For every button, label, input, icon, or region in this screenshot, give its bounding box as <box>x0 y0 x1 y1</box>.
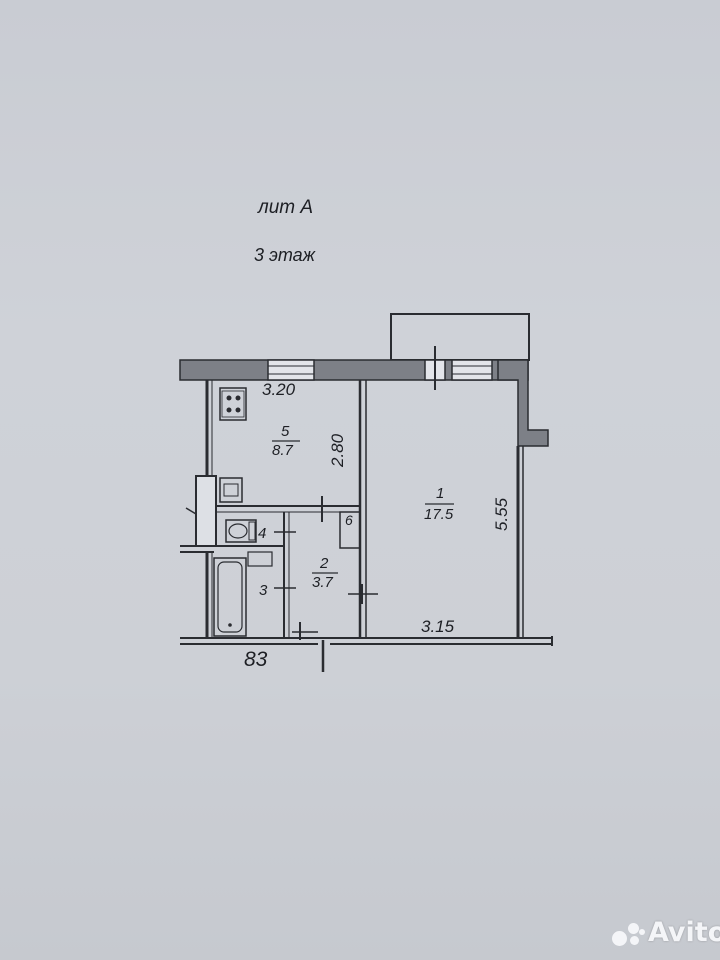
washbasin <box>247 551 273 567</box>
room-4-number: 4 <box>258 525 267 542</box>
kitchen-window <box>267 359 315 381</box>
bathtub <box>213 557 247 637</box>
toilet <box>225 519 257 543</box>
room-2-number: 2 <box>320 555 329 572</box>
room-1-area: 17.5 <box>424 506 454 523</box>
closet <box>339 511 361 549</box>
room-6-number: 6 <box>345 512 353 528</box>
bottom-left-number: 83 <box>244 648 268 671</box>
avito-watermark-text: Avito <box>648 917 720 948</box>
room-window <box>451 359 493 381</box>
avito-logo-icon <box>612 919 646 947</box>
stove <box>219 387 247 421</box>
right-wall <box>497 359 549 447</box>
room-1-number: 1 <box>436 485 445 502</box>
room-3-number: 3 <box>259 582 268 599</box>
liter-label: лит А <box>258 197 314 218</box>
kitchen-width-dimension: 3.20 <box>262 380 296 399</box>
room-width-dimension: 3.15 <box>421 617 455 636</box>
floor-label: 3 этаж <box>254 245 316 265</box>
kitchen-sink <box>219 477 243 503</box>
room-5-number: 5 <box>281 423 290 440</box>
room-2-area: 3.7 <box>312 574 333 591</box>
vent-block <box>195 475 217 547</box>
kitchen-depth-dimension: 2.80 <box>328 433 347 467</box>
room-5-area: 8.7 <box>272 442 293 459</box>
balcony <box>390 313 530 361</box>
avito-watermark: Avito <box>612 917 720 948</box>
room-depth-dimension: 5.55 <box>492 497 511 531</box>
